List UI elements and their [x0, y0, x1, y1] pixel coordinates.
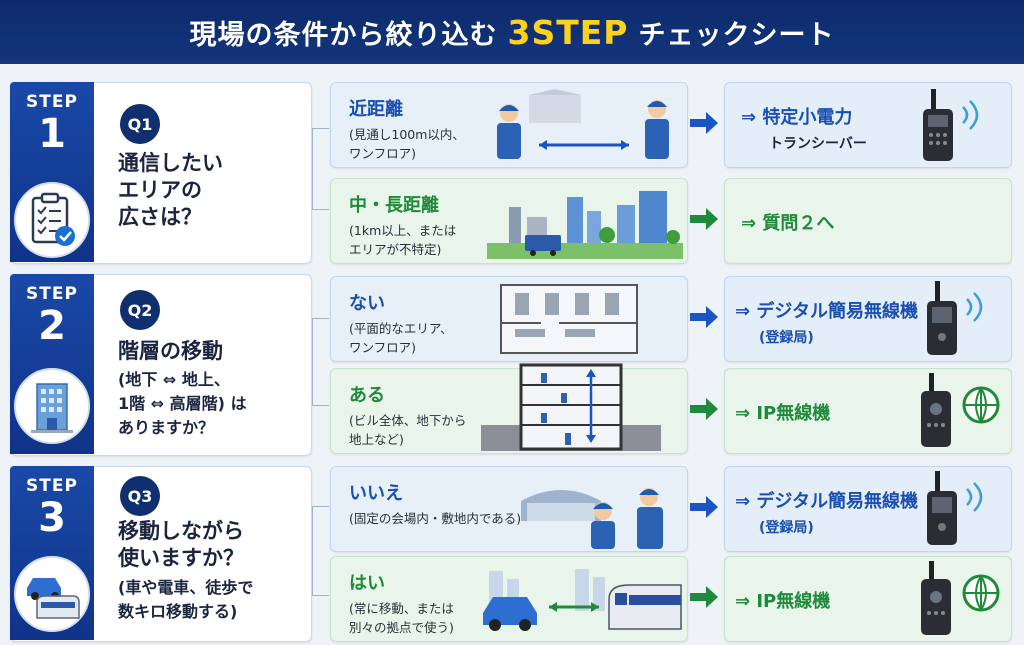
result-ip-1: ⇒ IP無線機	[724, 368, 1012, 454]
q1-bracket	[312, 128, 329, 210]
title-highlight: 3STEP	[507, 12, 629, 52]
option-far: 中・長距離 (1km以上、またはエリアが不特定)	[330, 178, 688, 264]
globe-icon	[921, 561, 1000, 635]
result-digital-1: ⇒ デジタル簡易無線機 (登録局)	[724, 276, 1012, 362]
arrow-right-icon	[690, 112, 718, 134]
clipboard-icon	[14, 182, 90, 258]
radio-icon	[927, 471, 983, 545]
q3-question: 移動しながら 使いますか？	[118, 519, 244, 570]
building-section-icon	[481, 363, 661, 451]
q2-bracket	[312, 318, 329, 406]
radio-icon	[923, 89, 979, 161]
building-icon	[14, 368, 90, 444]
option-stationary: いいえ (固定の会場内・敷地内である)	[330, 466, 688, 552]
result-ip-2: ⇒ IP無線機	[724, 556, 1012, 642]
q1-badge: Q1	[120, 104, 160, 144]
workers-near-icon	[497, 89, 669, 159]
title-post: チェックシート	[638, 19, 835, 51]
car-train-moving-icon	[483, 569, 682, 631]
option-floor-change: ある (ビル全体、地下から地上など)	[330, 363, 688, 454]
city-icon	[487, 191, 683, 259]
q3-badge: Q3	[120, 476, 160, 516]
globe-icon	[921, 373, 1000, 447]
radio-icon	[927, 281, 983, 355]
option-no-floor-change: ない (平面的なエリア、ワンフロア)	[330, 276, 688, 362]
arrow-right-icon	[690, 398, 718, 420]
car-train-icon	[14, 556, 90, 632]
result-tokutei: ⇒ 特定小電力 トランシーバー	[724, 82, 1012, 168]
option-near: 近距離 (見通し100m以内、ワンフロア)	[330, 82, 688, 168]
arrow-right-icon	[690, 586, 718, 608]
option-moving: はい (常に移動、または別々の拠点で使う)	[330, 556, 688, 642]
q3-subtext: (車や電車、徒歩で 数キロ移動する)	[118, 578, 254, 621]
venue-workers-icon	[521, 488, 663, 549]
result-go-q2: ⇒ 質問２へ	[724, 178, 1012, 264]
q2-badge: Q2	[120, 290, 160, 330]
page-title: 現場の条件から絞り込む 3STEP チェックシート	[0, 0, 1024, 64]
result-digital-2: ⇒ デジタル簡易無線機 (登録局)	[724, 466, 1012, 552]
title-pre: 現場の条件から絞り込む	[189, 19, 498, 51]
arrow-right-icon	[690, 496, 718, 518]
floor-plan-icon	[500, 284, 638, 354]
arrow-right-icon	[690, 306, 718, 328]
q2-question: 階層の移動	[118, 339, 223, 363]
arrow-right-icon	[690, 208, 718, 230]
q1-question: 通信したい エリアの 広さは？	[118, 151, 223, 229]
q2-subtext: (地下 ⇔ 地上、 1階 ⇔ 高層階) は ありますか？	[118, 370, 247, 437]
q3-bracket	[312, 506, 329, 596]
